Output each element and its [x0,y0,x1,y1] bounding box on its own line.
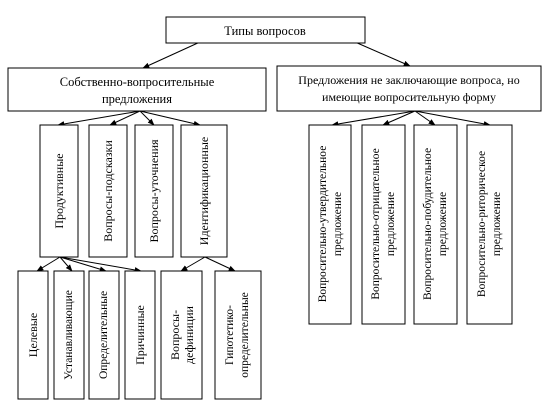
node-productive-label: Продуктивные [52,153,66,228]
node-clarifying-questions-label: Вопросы-уточнения [147,139,161,243]
connector-root-right [354,41,411,67]
connector-right-rhetoric [414,110,491,127]
connector-productive-cause [59,256,142,273]
node-establishing-label: Устанавливающие [63,290,75,380]
node-determinative-label: Определительные [98,291,110,379]
node-interrogative-negative-line1: Вопросительно-отрицательное [370,148,382,299]
node-interrogative-incentive-line1: Вопросительно-побудительное [422,148,434,300]
node-hypothetical-line1: Гипотетико- [224,305,236,365]
connector-left-prompt [109,110,141,126]
node-productive: Продуктивные [39,124,79,258]
connector-productive-establish [59,256,73,272]
right-branch-line2: имеющие вопросительную форму [322,90,496,104]
node-interrogative-affirmative-line2: предложение [332,192,344,256]
left-branch-line1: Собственно-вопросительные [60,75,215,89]
node-causal-label: Причинные [133,305,147,365]
node-definition-questions-line2: дефиниции [182,305,196,363]
connector-right-negate [382,110,416,126]
connector-right-incite [414,110,436,126]
connector-left-ident [139,110,201,127]
connector-left-productive [57,110,141,127]
node-definition-questions-line1: Вопросы- [168,310,182,360]
connector-productive-define [59,256,107,272]
connector-ident-hypothetical [204,256,236,272]
node-identification-label: Идентификационные [197,137,211,245]
node-interrogative-incentive-line2: предложение [437,192,449,256]
left-branch-line2: предложения [102,92,172,106]
node-determinative: Определительные [88,270,120,400]
node-establishing: Устанавливающие [53,270,85,400]
node-clarifying-questions: Вопросы-уточнения [134,124,174,258]
node-interrogative-incentive: Вопросительно-побудительное предложение [413,124,458,325]
node-interrogative-negative-line2: предложение [385,192,397,256]
connector-right-affirm [331,110,416,127]
connectors [36,41,491,273]
node-interrogative-rhetorical-line1: Вопросительно-риторическое [476,151,488,297]
right-branch-node: Предложения не заключающие вопроса, но и… [276,65,542,112]
node-causal: Причинные [124,270,156,400]
right-branch-line1: Предложения не заключающие вопроса, но [298,73,519,87]
node-hypothetical-line2: определительные [239,292,251,378]
node-interrogative-negative: Вопросительно-отрицательное предложение [361,124,406,325]
connector-left-clarify [139,110,155,126]
connector-productive-target [36,256,61,272]
node-target-label: Целевые [26,313,40,357]
node-interrogative-rhetorical-line2: предложение [491,192,503,256]
node-identification: Идентификационные [180,124,228,258]
root-label: Типы вопросов [224,24,306,38]
connector-root-left [142,41,201,69]
connector-ident-definition [180,256,206,272]
node-interrogative-rhetorical: Вопросительно-риторическое предложение [466,124,513,325]
node-definition-questions: Вопросы- дефиниции [160,270,203,400]
node-prompt-questions: Вопросы-подсказки [88,124,128,258]
node-prompt-questions-label: Вопросы-подсказки [101,140,115,242]
root-node: Типы вопросов [165,16,366,44]
node-interrogative-affirmative-line1: Вопросительно-утвердительное [317,146,329,303]
node-target: Целевые [17,270,49,400]
left-branch-node: Собственно-вопросительные предложения [7,67,267,112]
node-interrogative-affirmative: Вопросительно-утвердительное предложение [308,124,352,325]
node-hypothetical: Гипотетико- определительные [214,270,262,400]
